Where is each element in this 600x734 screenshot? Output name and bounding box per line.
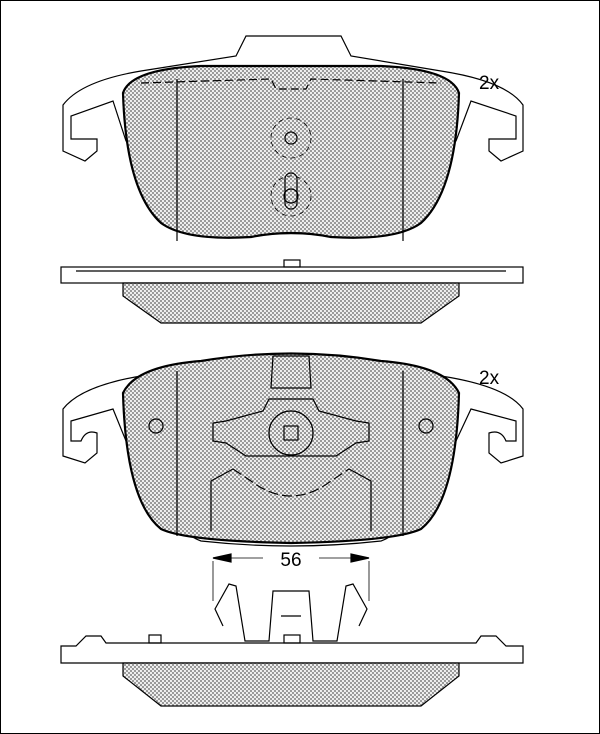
bottom-pad-side bbox=[60, 634, 524, 707]
top-quantity-label: 2x bbox=[479, 73, 500, 94]
dimension-label: 56 bbox=[280, 550, 301, 571]
top-pad-side bbox=[60, 259, 524, 324]
anti-rattle-spring bbox=[214, 583, 368, 642]
dimension-56 bbox=[212, 553, 370, 601]
bottom-pad-face bbox=[62, 352, 524, 547]
bottom-quantity-label: 2x bbox=[479, 368, 500, 389]
top-pad-face bbox=[62, 35, 524, 241]
